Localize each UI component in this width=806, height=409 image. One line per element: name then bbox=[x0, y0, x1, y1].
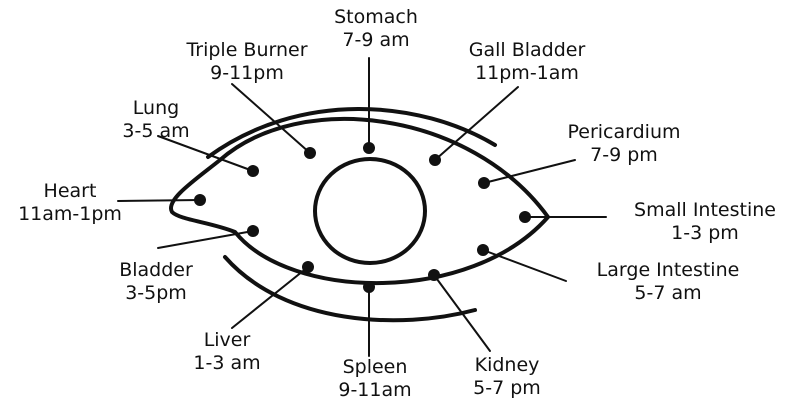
label-spleen-time: 9-11am bbox=[338, 379, 411, 402]
point-stomach bbox=[363, 142, 375, 154]
label-large-intestine-time: 5-7 am bbox=[597, 282, 740, 305]
label-small-intestine-time: 1-3 pm bbox=[634, 222, 776, 245]
label-gall-bladder-time: 11pm-1am bbox=[469, 62, 586, 85]
label-lung-name: Lung bbox=[122, 97, 189, 120]
point-lung bbox=[247, 165, 259, 177]
point-liver bbox=[302, 261, 314, 273]
label-liver-name: Liver bbox=[193, 329, 260, 352]
upper-arc bbox=[208, 109, 495, 157]
label-kidney-time: 5-7 pm bbox=[473, 377, 541, 400]
label-stomach: Stomach 7-9 am bbox=[334, 6, 418, 52]
label-kidney: Kidney 5-7 pm bbox=[473, 354, 541, 400]
label-spleen: Spleen 9-11am bbox=[338, 356, 411, 402]
label-liver: Liver 1-3 am bbox=[193, 329, 260, 375]
label-small-intestine: Small Intestine 1-3 pm bbox=[634, 199, 776, 245]
point-triple-burner bbox=[304, 147, 316, 159]
lower-arc bbox=[225, 257, 475, 320]
leader-large-intestine bbox=[483, 250, 566, 281]
leader-kidney bbox=[434, 275, 490, 351]
label-large-intestine: Large Intestine 5-7 am bbox=[597, 259, 740, 305]
leader-heart bbox=[118, 200, 200, 201]
label-large-intestine-name: Large Intestine bbox=[597, 259, 740, 282]
point-small-intestine bbox=[519, 211, 531, 223]
label-triple-burner-name: Triple Burner bbox=[186, 39, 307, 62]
label-triple-burner-time: 9-11pm bbox=[186, 62, 307, 85]
label-small-intestine-name: Small Intestine bbox=[634, 199, 776, 222]
label-stomach-time: 7-9 am bbox=[334, 29, 418, 52]
point-gall-bladder bbox=[429, 154, 441, 166]
point-kidney bbox=[428, 269, 440, 281]
point-spleen bbox=[363, 281, 375, 293]
label-bladder-time: 3-5pm bbox=[119, 282, 193, 305]
leader-pericardium bbox=[484, 160, 575, 183]
label-heart-name: Heart bbox=[18, 180, 122, 203]
label-lung-time: 3-5 am bbox=[122, 120, 189, 143]
point-pericardium bbox=[478, 177, 490, 189]
label-bladder-name: Bladder bbox=[119, 259, 193, 282]
label-kidney-name: Kidney bbox=[473, 354, 541, 377]
label-spleen-name: Spleen bbox=[338, 356, 411, 379]
label-pericardium-time: 7-9 pm bbox=[567, 144, 680, 167]
point-large-intestine bbox=[477, 244, 489, 256]
label-lung: Lung 3-5 am bbox=[122, 97, 189, 143]
label-bladder: Bladder 3-5pm bbox=[119, 259, 193, 305]
label-heart-time: 11am-1pm bbox=[18, 203, 122, 226]
point-bladder bbox=[247, 225, 259, 237]
label-liver-time: 1-3 am bbox=[193, 352, 260, 375]
label-heart: Heart 11am-1pm bbox=[18, 180, 122, 226]
label-stomach-name: Stomach bbox=[334, 6, 418, 29]
label-pericardium-name: Pericardium bbox=[567, 121, 680, 144]
label-gall-bladder-name: Gall Bladder bbox=[469, 39, 586, 62]
point-heart bbox=[194, 194, 206, 206]
leader-bladder bbox=[158, 231, 253, 248]
label-pericardium: Pericardium 7-9 pm bbox=[567, 121, 680, 167]
label-gall-bladder: Gall Bladder 11pm-1am bbox=[469, 39, 586, 85]
central-circle bbox=[315, 159, 425, 263]
label-triple-burner: Triple Burner 9-11pm bbox=[186, 39, 307, 85]
